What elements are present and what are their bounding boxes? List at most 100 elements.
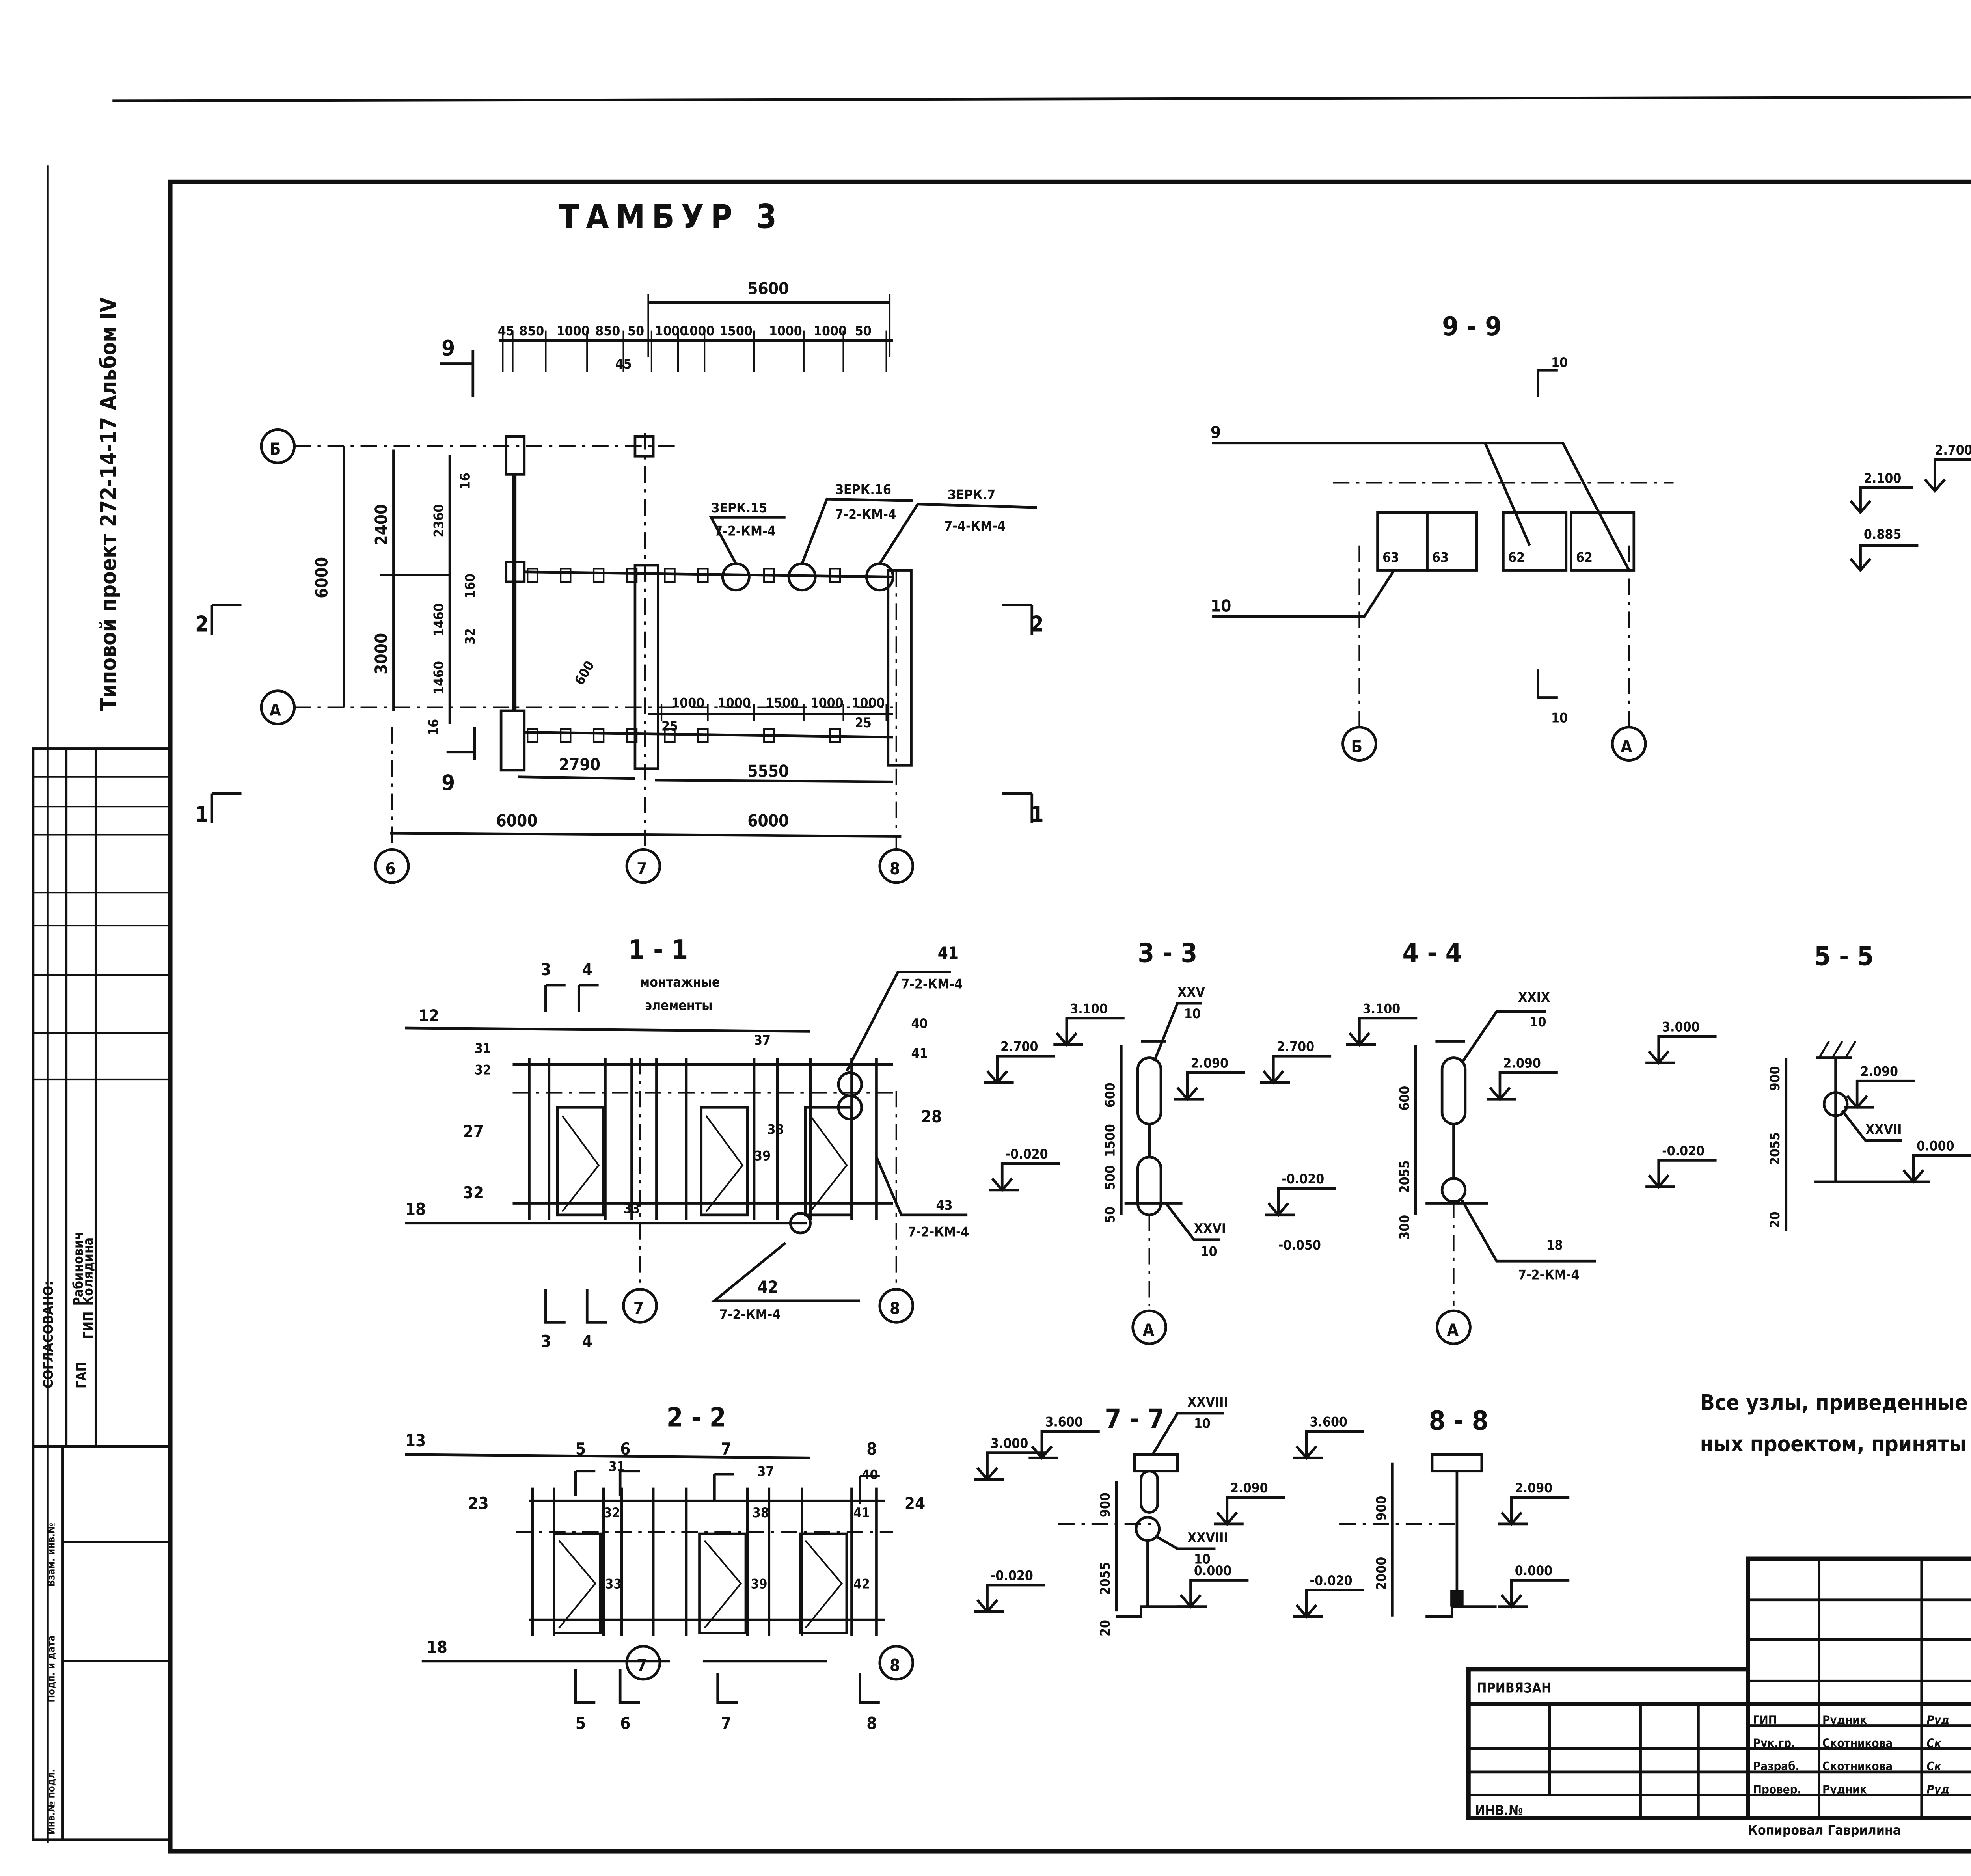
level-value: 0.000: [1515, 1563, 1552, 1578]
section-2-columns: [529, 1487, 885, 1637]
label-33: 33: [624, 1201, 640, 1217]
level-leader: [986, 1584, 1045, 1612]
panel-62a: 62: [1508, 550, 1525, 565]
top-dim-label: 1000: [814, 323, 847, 339]
node-xxviii-bottom: XXVIII: [1187, 1530, 1228, 1545]
level-arrow: [1645, 1050, 1675, 1065]
level-arrow: [1498, 1594, 1528, 1609]
dim-25a: 25: [661, 718, 678, 734]
level-leader: [986, 1451, 1045, 1479]
cut-9-bottom: 9: [442, 770, 455, 795]
label-31: 31: [609, 1459, 625, 1474]
level-value: 3.000: [1662, 1019, 1699, 1034]
level-value: 2.090: [1515, 1480, 1552, 1496]
node-xxv: XXV: [1177, 984, 1205, 1000]
beam-node: [592, 728, 605, 743]
dim-5600: 5600: [747, 279, 789, 298]
dim-2400: 2400: [372, 504, 391, 546]
axis-b-label: Б: [270, 439, 281, 458]
staff-signature: Руд: [1926, 1713, 1949, 1727]
level-value: -0.020: [991, 1568, 1033, 1583]
label-37: 37: [754, 1032, 771, 1048]
callout-42-bottom: 7-2-КМ-4: [719, 1307, 781, 1322]
mounting-label-2: элементы: [645, 998, 712, 1013]
level-arrow: [1214, 1511, 1244, 1526]
beam-10-label: 10: [1211, 596, 1231, 615]
level-value: 2.700: [1000, 1039, 1038, 1054]
bound-block: ПРИВЯЗАН ИНВ.№: [1466, 1667, 1750, 1820]
section-8-title: 8 - 8: [1429, 1405, 1488, 1436]
level-arrow: [1498, 1511, 1528, 1526]
section-1-1: 1 - 1 монтажные элементы 3 4 12 18 31 32…: [405, 934, 969, 1351]
cut-2-left: 2: [195, 611, 209, 637]
callout-41-bottom: 7-2-КМ-4: [901, 976, 962, 991]
level-value: 0.000: [1194, 1563, 1231, 1578]
level-leader: [1226, 1496, 1285, 1524]
dim-2055: 2055: [1097, 1562, 1113, 1595]
dim-25b: 25: [855, 715, 872, 730]
plan-title: ТАМБУР 3: [559, 197, 783, 236]
beam-node: [560, 568, 572, 583]
callout-zerk-7: ЗЕРК.7 7-4-КМ-4: [878, 487, 1037, 564]
level-arrow: [974, 1599, 1004, 1614]
axis-bubble-a-9: [1611, 726, 1647, 762]
section-4-title: 4 - 4: [1402, 937, 1462, 968]
level-value: -0.020: [1282, 1171, 1324, 1187]
node-xxvi-sheet: 10: [1201, 1244, 1217, 1259]
label-32: 32: [604, 1505, 620, 1520]
dim-160: 160: [462, 574, 478, 598]
axis-a-9: А: [1621, 737, 1632, 756]
section-2-2: 2 - 2 5 6 7 8 13 18 31 32 33 23 37 38 39…: [405, 1402, 925, 1733]
section-7-title: 7 - 7: [1105, 1404, 1164, 1434]
inner-dim-label: 1500: [766, 695, 799, 711]
dim-2360: 2360: [431, 504, 446, 537]
cut-9-label: 9: [442, 335, 455, 360]
beam-node: [763, 568, 775, 583]
cut-4-top: 4: [582, 960, 592, 979]
axis-bubble-6: [374, 848, 410, 884]
top-dim-label: 1000: [769, 323, 802, 339]
callout-bottom: 7-4-КМ-4: [944, 518, 1005, 534]
top-dim-label: 1000: [557, 323, 590, 339]
label-38: 38: [753, 1505, 769, 1520]
level-arrow: [989, 1177, 1019, 1192]
section-5-title: 5 - 5: [1814, 941, 1874, 972]
axis-8-s2: 8: [890, 1656, 900, 1675]
label-41: 41: [853, 1505, 870, 1520]
drawing-frame: [168, 179, 1971, 1854]
callout-zerk-15: ЗЕРК.15 7-2-КМ-4: [709, 500, 786, 564]
cut-10-top: 10: [1551, 355, 1568, 370]
node-xxviii-top-sheet: 10: [1194, 1416, 1211, 1431]
label-31: 31: [475, 1041, 491, 1056]
top-dim-label: 1000: [681, 323, 714, 339]
label-23: 23: [468, 1494, 489, 1513]
top-dim-label: 850: [519, 323, 544, 339]
replace-inv-label: Взам. инв.№: [45, 1523, 57, 1587]
bound-label: ПРИВЯЗАН: [1477, 1680, 1551, 1696]
callout-41-top: 41: [938, 943, 959, 963]
dim-300: 300: [1397, 1215, 1412, 1240]
axis-6-label: 6: [385, 859, 395, 878]
level-arrow: [1260, 1070, 1290, 1085]
label-27: 27: [463, 1122, 484, 1141]
axis-bubble-7: [625, 848, 661, 884]
level-leader: [1065, 1017, 1125, 1045]
node-xxviii-bottom-sheet: 10: [1194, 1552, 1211, 1567]
dim-20: 20: [1767, 1211, 1783, 1228]
level-value: 2.090: [1191, 1056, 1228, 1071]
callout-top: ЗЕРК.16: [835, 482, 891, 497]
callout-top: ЗЕРК.15: [711, 500, 767, 516]
level-leader: [1510, 1579, 1570, 1607]
label-40: 40: [862, 1467, 878, 1483]
node-xxvi: XXVI: [1194, 1221, 1226, 1236]
level-leader: [1277, 1187, 1336, 1215]
top-dim-label: 50: [855, 323, 872, 339]
level-arrow: [1265, 1202, 1295, 1217]
axis-7-s2: 7: [637, 1656, 647, 1675]
